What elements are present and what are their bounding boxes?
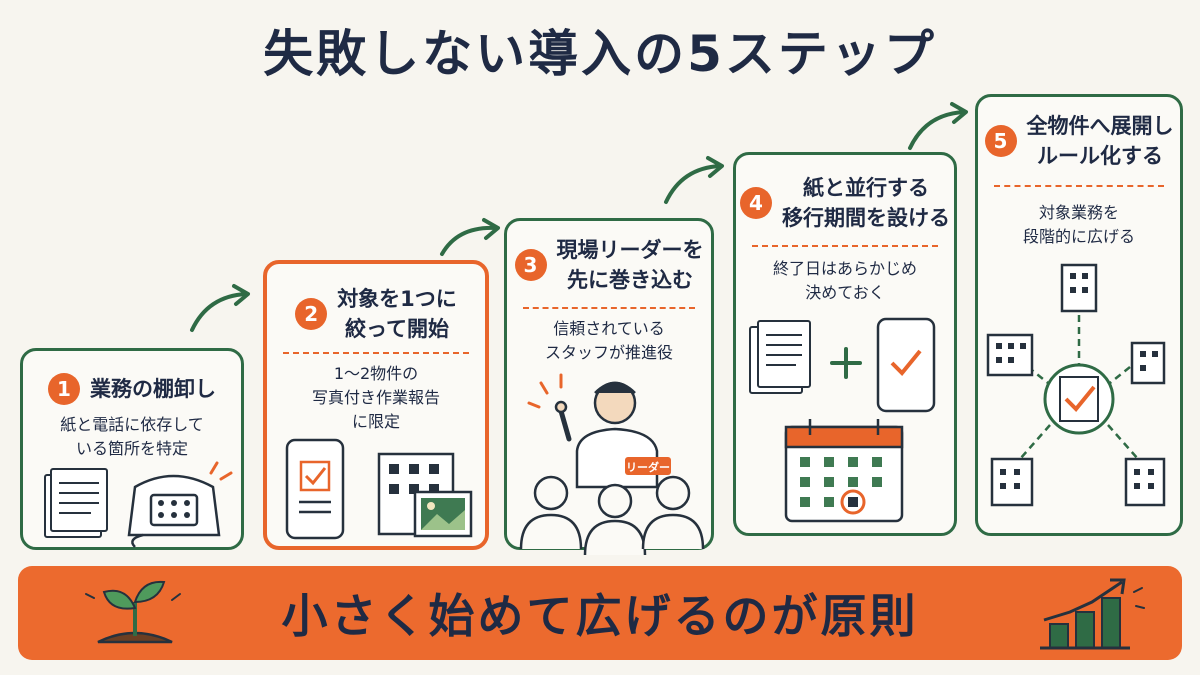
- step-2-title-line-1: 対象を1つに: [337, 287, 457, 311]
- team-members-icon: [519, 475, 705, 556]
- step-2-divider: [283, 352, 469, 354]
- telephone-icon: [127, 474, 221, 548]
- step-3-title-line-2: 先に巻き込む: [567, 268, 693, 292]
- leader-badge-label: リーダー: [626, 460, 670, 474]
- step-2-description: 1〜2物件の 写真付き作業報告 に限定: [311, 364, 440, 431]
- step-2-title-line-2: 絞って開始: [345, 317, 449, 341]
- paper-and-phone-illustration: [44, 461, 233, 548]
- step-4-title-line-2: 移行期間を設ける: [782, 206, 950, 230]
- plus-icon: [830, 347, 862, 379]
- step-2-card: 2 対象を1つに 絞って開始 1〜2物件の 写真付き作業報告 に限定: [263, 260, 489, 550]
- step-arrow-4-to-5: [908, 102, 968, 150]
- step-3-divider: [523, 307, 695, 309]
- sprout-icon: [85, 580, 181, 644]
- report-illustration: [285, 438, 473, 540]
- parallel-migration-illustration: [749, 317, 936, 523]
- emphasis-lines-icon: [527, 373, 563, 409]
- paper-documents-icon: [749, 320, 811, 394]
- step-arrow-3-to-4: [664, 156, 724, 204]
- smartphone-check-icon: [876, 317, 936, 413]
- principle-banner: 小さく始めて広げるのが原則: [18, 566, 1182, 660]
- step-1-header: 1 業務の棚卸し: [23, 373, 241, 405]
- step-5-title-line-2: ルール化する: [1037, 144, 1163, 168]
- step-arrow-2-to-3: [440, 218, 500, 256]
- step-4-title-line-1: 紙と並行する: [803, 176, 929, 200]
- calendar-icon: [784, 419, 904, 523]
- step-5-number: 5: [984, 125, 1017, 157]
- step-5-card: 5 全物件へ展開し ルール化する 対象業務を 段階的に広げる: [975, 94, 1183, 536]
- step-4-card: 4 紙と並行する 移行期間を設ける 終了日はあらかじめ 決めておく: [733, 152, 957, 536]
- step-5-header: 5 全物件へ展開し ルール化する: [978, 111, 1180, 171]
- step-1-title: 業務の棚卸し: [90, 377, 216, 401]
- leader-illustration: リーダー: [519, 373, 705, 556]
- step-4-divider: [752, 245, 938, 247]
- step-5-description: 対象業務を 段階的に広げる: [1022, 203, 1135, 246]
- smartphone-check-icon: [285, 438, 345, 540]
- step-3-number: 3: [514, 249, 547, 281]
- step-1-description: 紙と電話に依存して いる箇所を特定: [60, 415, 204, 458]
- step-5-title-line-1: 全物件へ展開し: [1026, 114, 1174, 138]
- central-document-check-icon: [1043, 363, 1115, 435]
- ringing-lines-icon: [209, 461, 233, 481]
- step-3-card: 3 現場リーダーを 先に巻き込む 信頼されている スタッフが推進役 リーダー: [504, 218, 714, 556]
- growth-chart-icon: [1040, 578, 1145, 650]
- leader-badge-background: [625, 457, 671, 475]
- photo-icon: [413, 490, 473, 538]
- principle-banner-text: 小さく始めて広げるのが原則: [281, 589, 919, 643]
- step-1-card: 1 業務の棚卸し 紙と電話に依存して いる箇所を特定: [20, 348, 244, 550]
- building-icons: [986, 263, 1166, 507]
- paper-documents-icon: [44, 468, 108, 538]
- step-1-number: 1: [48, 373, 80, 405]
- step-arrow-1-to-2: [190, 284, 250, 332]
- step-4-number: 4: [740, 187, 772, 219]
- step-2-number: 2: [295, 298, 328, 330]
- step-2-header: 2 対象を1つに 絞って開始: [267, 284, 485, 344]
- step-4-header: 4 紙と並行する 移行期間を設ける: [736, 173, 954, 233]
- step-3-header: 3 現場リーダーを 先に巻き込む: [507, 235, 711, 295]
- rollout-network-illustration: [986, 263, 1166, 507]
- step-5-divider: [994, 185, 1164, 187]
- step-4-description: 終了日はあらかじめ 決めておく: [772, 259, 917, 302]
- step-3-title-line-1: 現場リーダーを: [556, 238, 704, 262]
- step-3-description: 信頼されている スタッフが推進役: [544, 319, 673, 362]
- page-title: 失敗しない導入の5ステップ: [263, 25, 937, 83]
